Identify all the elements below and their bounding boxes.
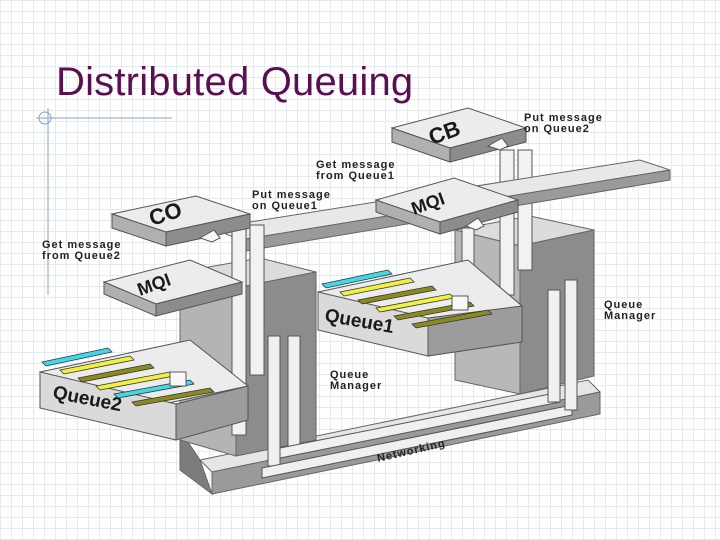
slide-title: Distributed Queuing	[56, 60, 414, 104]
queue-manager-center-label-line2: Manager	[330, 380, 382, 392]
co-application-block: CO	[110, 195, 252, 247]
put-queue1-label-line2: on Queue1	[252, 200, 318, 212]
queue2-messages	[41, 347, 215, 407]
queue1-messages	[321, 269, 493, 329]
queue1-tray: Queue1	[316, 259, 524, 357]
mqi-right-block: MQI	[374, 177, 520, 235]
mqi-left-block: MQI	[102, 259, 244, 317]
queue2-message	[77, 363, 155, 383]
get-queue1-label-line2: from Queue1	[316, 170, 395, 182]
queue2-message	[41, 347, 113, 367]
put-queue2-label-line1: Put message	[524, 112, 603, 124]
put-queue2-label-line2: on Queue2	[524, 123, 590, 135]
queue2-put-connector	[169, 371, 187, 387]
connector-arrows	[198, 137, 509, 243]
queue2-message	[59, 355, 135, 375]
queue1-message	[411, 309, 493, 329]
put-queue1-label-line1: Put message	[252, 189, 331, 201]
queue1-put-connector	[451, 295, 469, 311]
network-pipes	[261, 279, 578, 479]
queue1-message	[357, 285, 437, 305]
cb-application-block: CB	[390, 107, 528, 163]
queue-manager-right-label-line1: Queue	[604, 299, 643, 311]
queue1-message	[321, 269, 393, 289]
annotation-labels: Put message on Queue2 Get message from Q…	[42, 112, 656, 465]
get-arrow-icon	[464, 217, 485, 231]
queue-manager-right-label-line2: Manager	[604, 310, 656, 322]
queue1-message	[339, 277, 415, 297]
queue-manager-center-label-line1: Queue	[330, 369, 369, 381]
queue2-message	[131, 387, 215, 407]
get-queue2-label-line2: from Queue2	[42, 250, 121, 262]
get-queue2-label-line1: Get message	[42, 239, 121, 251]
get-queue1-label-line1: Get message	[316, 159, 395, 171]
put-arrow-icon	[198, 229, 221, 243]
slide-guide-lines	[36, 108, 172, 295]
put-arrow-icon	[486, 137, 509, 151]
